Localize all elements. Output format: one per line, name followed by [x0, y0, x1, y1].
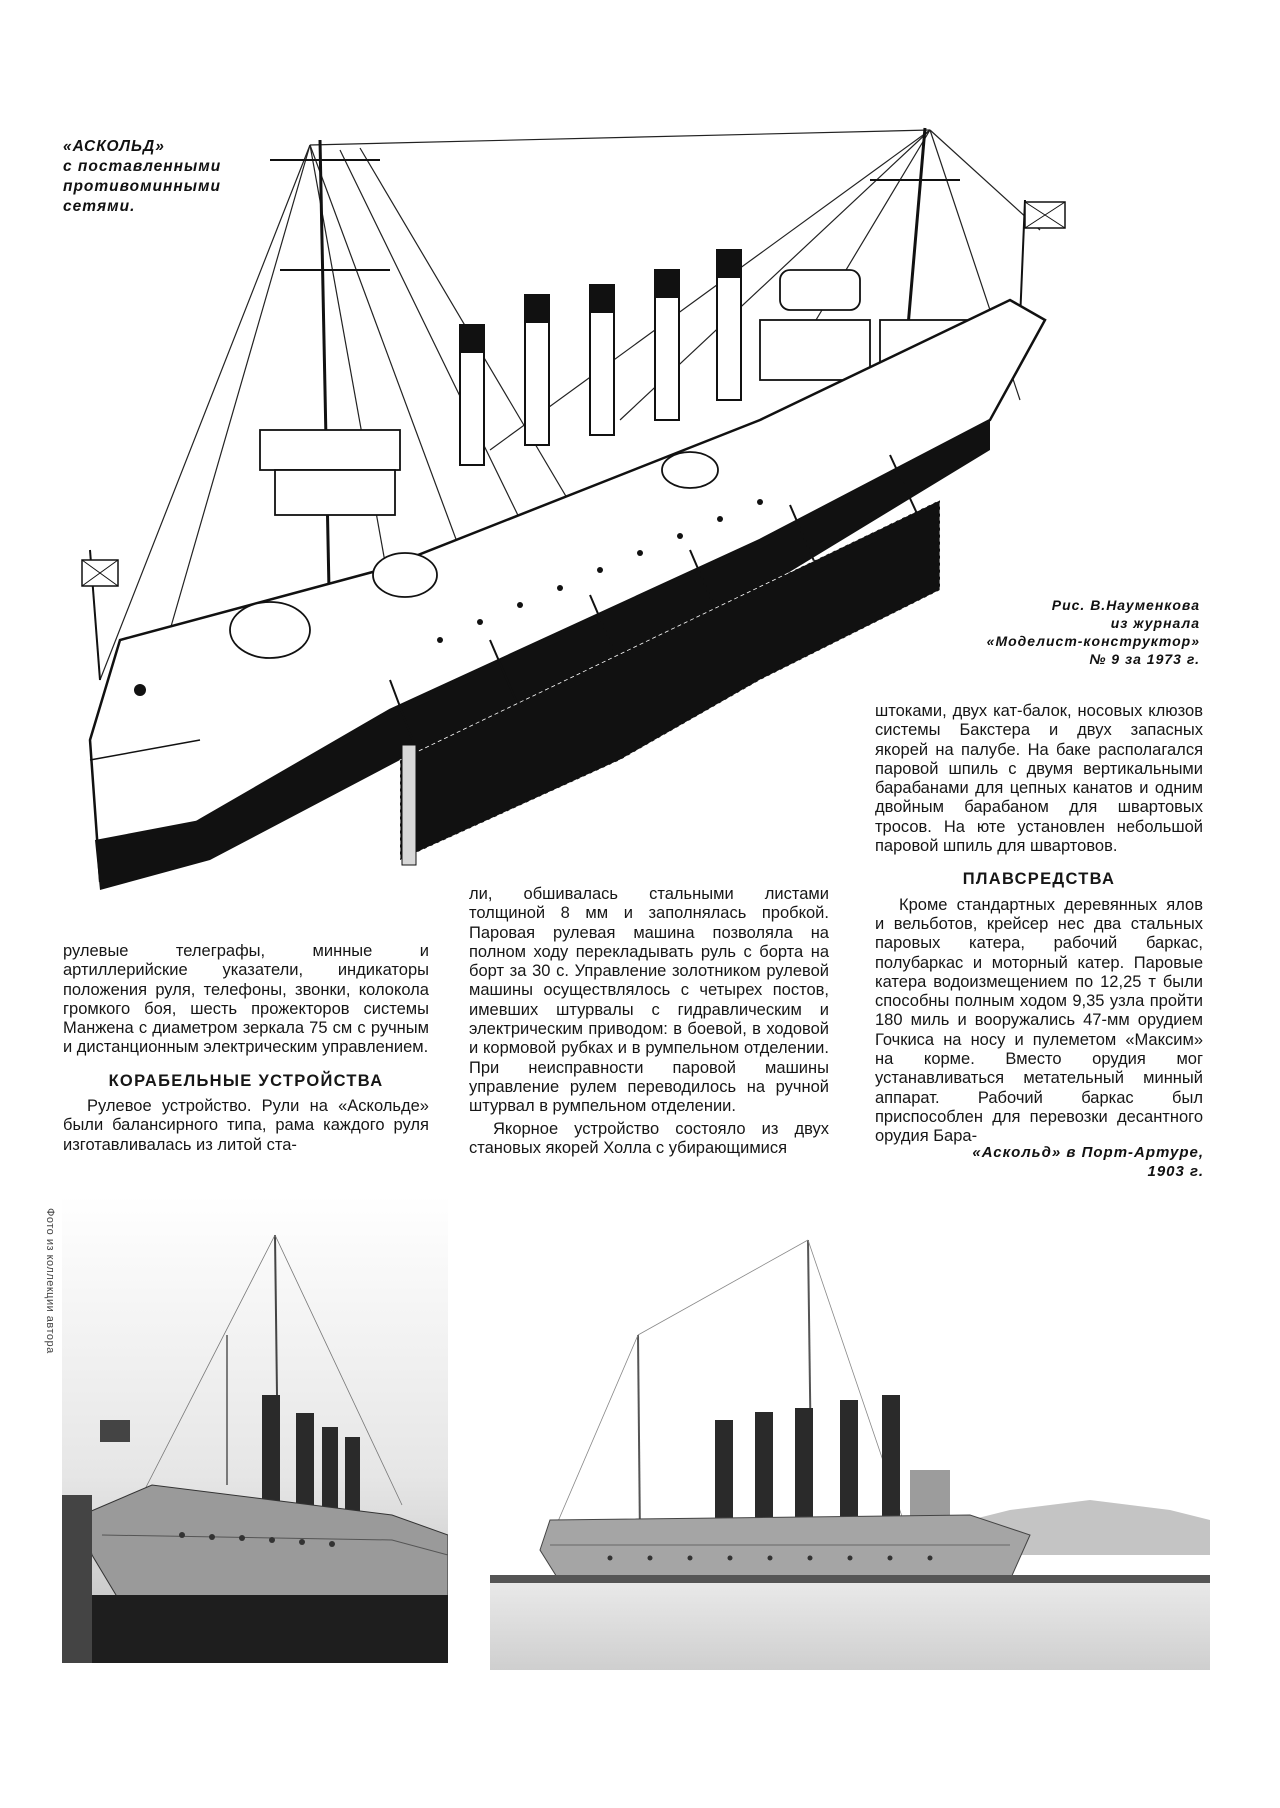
- paragraph: ли, обшивалась стальными листами толщино…: [469, 885, 829, 1116]
- drawing-caption-line: с поставленными: [63, 158, 222, 175]
- column-right: штоками, двух кат-балок, носовых клюзов …: [875, 702, 1203, 1147]
- side-credit-text: Фото из коллекции автора: [44, 1208, 56, 1354]
- drawing-caption: «АСКОЛЬД» с поставленными противоминными…: [63, 137, 221, 217]
- drawing-credit-line: из журнала: [1110, 615, 1200, 631]
- drawing-credit-line: № 9 за 1973 г.: [1089, 651, 1200, 667]
- photo-askold-left: [62, 1195, 448, 1663]
- column-middle: ли, обшивалась стальными листами толщино…: [469, 885, 829, 1158]
- paragraph: Якорное устройство состояло из двух стан…: [469, 1119, 829, 1157]
- drawing-caption-line: противоминными: [63, 178, 221, 195]
- section-heading-boats: ПЛАВСРЕДСТВА: [962, 870, 1116, 889]
- section-heading-devices: КОРАБЕЛЬНЫЕ УСТРОЙСТВА: [108, 1071, 384, 1090]
- photo-caption-line: 1903 г.: [1147, 1163, 1204, 1180]
- drawing-caption-line: сетями.: [63, 198, 136, 215]
- photo-caption: «Аскольд» в Порт-Артуре, 1903 г.: [930, 1143, 1204, 1181]
- column-left: рулевые телеграфы, минные и артиллерийск…: [63, 942, 429, 1155]
- side-credit: Фото из коллекции автора: [42, 1208, 62, 1448]
- paragraph: штоками, двух кат-балок, носовых клюзов …: [875, 702, 1203, 856]
- ship-line-art: [81, 127, 1066, 890]
- paragraph: Рулевое устройство. Рули на «Аскольде» б…: [63, 1097, 429, 1154]
- photo-right-image: [490, 1220, 1210, 1670]
- photo-askold-port-arthur: [490, 1220, 1210, 1670]
- drawing-credit-line: «Моделист-конструктор»: [986, 633, 1200, 649]
- paragraph: рулевые телеграфы, минные и артиллерийск…: [63, 942, 429, 1057]
- ship-drawing: [60, 120, 1130, 920]
- drawing-credit-line: Рис. В.Науменкова: [1051, 597, 1200, 613]
- paragraph: Кроме стандартных деревянных ялов и вель…: [875, 895, 1203, 1146]
- photo-left-image: [62, 1195, 448, 1663]
- drawing-caption-line: «АСКОЛЬД»: [63, 138, 165, 155]
- drawing-credit: Рис. В.Науменкова из журнала «Моделист-к…: [960, 596, 1200, 668]
- photo-caption-line: «Аскольд» в Порт-Артуре,: [972, 1144, 1204, 1161]
